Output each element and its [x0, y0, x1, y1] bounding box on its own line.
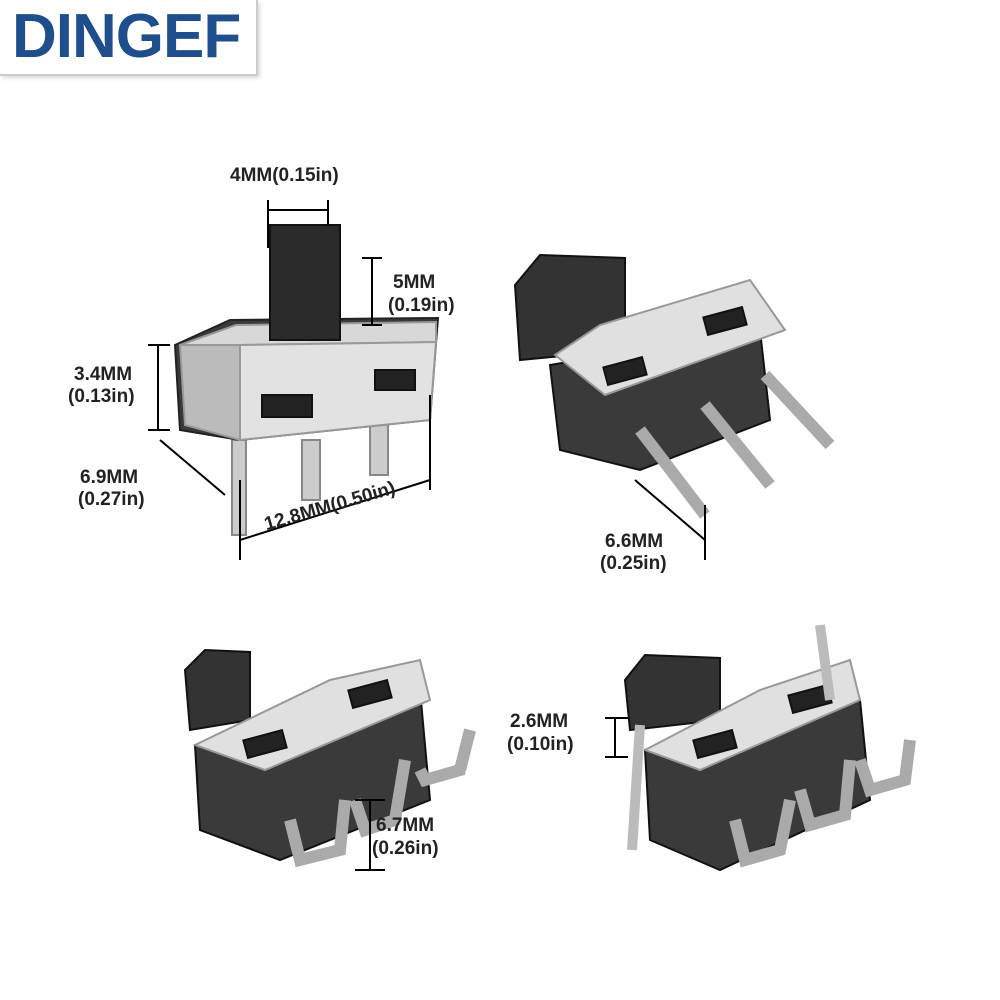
switch-bent-pins-bracket — [623, 624, 916, 872]
pin-length-in: (0.25in) — [600, 553, 667, 574]
pin-length-mm: 6.6MM — [605, 531, 664, 552]
switch-straight-pins-angled — [513, 253, 835, 519]
bracket-mm: 2.6MM — [510, 711, 569, 732]
actuator-width-label: 4MM(0.15in) — [230, 165, 339, 186]
bracket-in: (0.10in) — [507, 734, 574, 755]
dimension-lines — [148, 200, 706, 871]
switch-bent-pins-left — [183, 648, 476, 868]
bent-pin-mm: 6.7MM — [376, 815, 435, 836]
body-depth-mm: 6.9MM — [80, 467, 139, 488]
actuator-height-in: (0.19in) — [388, 295, 455, 316]
body-height-mm: 3.4MM — [74, 364, 133, 385]
actuator-height-mm: 5MM — [393, 272, 436, 293]
body-height-in: (0.13in) — [68, 386, 135, 407]
body-depth-in: (0.27in) — [78, 489, 145, 510]
brand-logo-text: DINGEF — [12, 2, 241, 71]
bent-pin-in: (0.26in) — [372, 838, 439, 859]
brand-logo: DINGEF — [0, 0, 258, 76]
